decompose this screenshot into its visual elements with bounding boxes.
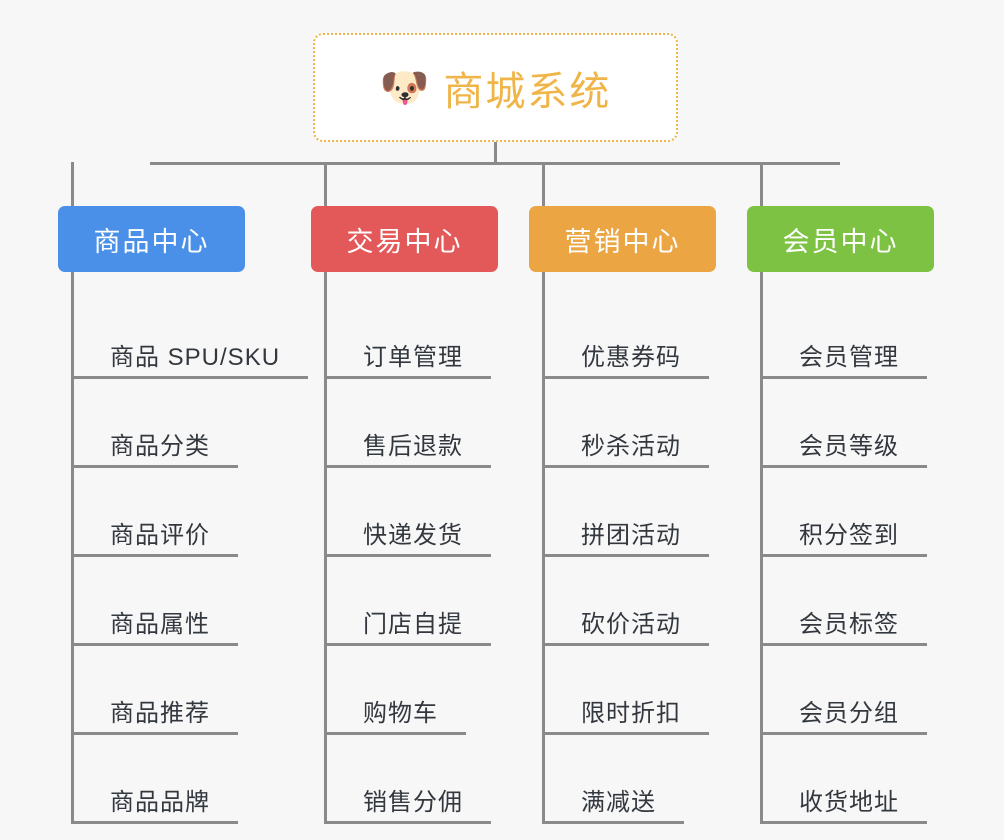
branch-header-4[interactable]: 会员中心 — [747, 206, 934, 272]
leaf-item-label: 优惠券码 — [545, 337, 709, 379]
leaf-item-label: 会员标签 — [763, 604, 927, 646]
branch-header-2[interactable]: 交易中心 — [311, 206, 498, 272]
leaf-item-label: 销售分佣 — [327, 782, 491, 824]
leaf-item[interactable]: 快递发货 — [327, 468, 498, 557]
leaf-item-label: 商品 SPU/SKU — [74, 337, 309, 379]
leaf-item-label: 会员分组 — [763, 693, 927, 735]
leaf-item[interactable]: 商品推荐 — [74, 646, 245, 735]
leaf-item[interactable]: 商品分类 — [74, 379, 245, 468]
connector-horizontal-bus — [150, 162, 840, 165]
leaf-item-label: 会员管理 — [763, 337, 927, 379]
leaf-item-label: 售后退款 — [327, 426, 491, 468]
root-title: 商城系统 — [443, 69, 612, 114]
branch-header-label: 交易中心 — [346, 226, 463, 257]
leaf-item-label: 收货地址 — [763, 782, 927, 824]
leaf-item-label: 限时折扣 — [545, 693, 709, 735]
leaf-item[interactable]: 满减送 — [545, 735, 716, 824]
leaf-item[interactable]: 商品属性 — [74, 557, 245, 646]
branch-items-4: 会员管理会员等级积分签到会员标签会员分组收货地址 — [760, 272, 934, 824]
leaf-item[interactable]: 秒杀活动 — [545, 379, 716, 468]
leaf-item-label: 拼团活动 — [545, 515, 709, 557]
leaf-item-label: 订单管理 — [327, 337, 491, 379]
branch-header-1[interactable]: 商品中心 — [58, 206, 245, 272]
connector-drop-4 — [760, 162, 763, 208]
leaf-item[interactable]: 销售分佣 — [327, 735, 498, 824]
branch-column-2: 交易中心订单管理售后退款快递发货门店自提购物车销售分佣 — [311, 206, 498, 824]
leaf-item-label: 会员等级 — [763, 426, 927, 468]
leaf-item-label: 满减送 — [545, 782, 684, 824]
leaf-item-label: 秒杀活动 — [545, 426, 709, 468]
leaf-item-label: 商品品牌 — [74, 782, 238, 824]
branch-column-3: 营销中心优惠券码秒杀活动拼团活动砍价活动限时折扣满减送 — [529, 206, 716, 824]
leaf-item-label: 快递发货 — [327, 515, 491, 557]
connector-drop-3 — [542, 162, 545, 208]
branch-header-label: 营销中心 — [564, 226, 681, 257]
branch-column-1: 商品中心商品 SPU/SKU 商品分类商品评价商品属性商品推荐商品品牌 — [58, 206, 309, 824]
leaf-item-label: 商品分类 — [74, 426, 238, 468]
root-node[interactable]: 🐶 商城系统 — [313, 33, 678, 142]
leaf-item-label: 商品评价 — [74, 515, 238, 557]
leaf-item[interactable]: 会员管理 — [763, 290, 934, 379]
branch-column-4: 会员中心会员管理会员等级积分签到会员标签会员分组收货地址 — [747, 206, 934, 824]
leaf-item[interactable]: 订单管理 — [327, 290, 498, 379]
shiba-dog-face-icon: 🐶 — [379, 65, 430, 110]
branch-header-label: 商品中心 — [93, 226, 210, 257]
leaf-item[interactable]: 砍价活动 — [545, 557, 716, 646]
branch-header-3[interactable]: 营销中心 — [529, 206, 716, 272]
leaf-item-label: 商品属性 — [74, 604, 238, 646]
leaf-item-label: 购物车 — [327, 693, 466, 735]
leaf-item[interactable]: 会员标签 — [763, 557, 934, 646]
leaf-item[interactable]: 优惠券码 — [545, 290, 716, 379]
leaf-item[interactable]: 会员分组 — [763, 646, 934, 735]
leaf-item[interactable]: 积分签到 — [763, 468, 934, 557]
branch-items-1: 商品 SPU/SKU 商品分类商品评价商品属性商品推荐商品品牌 — [71, 272, 309, 824]
leaf-item[interactable]: 拼团活动 — [545, 468, 716, 557]
leaf-item[interactable]: 限时折扣 — [545, 646, 716, 735]
connector-drop-1 — [71, 162, 74, 208]
leaf-item-label: 门店自提 — [327, 604, 491, 646]
leaf-item[interactable]: 售后退款 — [327, 379, 498, 468]
leaf-item[interactable]: 门店自提 — [327, 557, 498, 646]
leaf-item-label: 砍价活动 — [545, 604, 709, 646]
leaf-item[interactable]: 商品 SPU/SKU — [74, 290, 309, 379]
leaf-item[interactable]: 购物车 — [327, 646, 498, 735]
leaf-item[interactable]: 收货地址 — [763, 735, 934, 824]
leaf-item[interactable]: 商品品牌 — [74, 735, 245, 824]
leaf-item[interactable]: 商品评价 — [74, 468, 245, 557]
branch-items-3: 优惠券码秒杀活动拼团活动砍价活动限时折扣满减送 — [542, 272, 716, 824]
connector-root-stem — [494, 142, 497, 164]
branch-header-label: 会员中心 — [782, 226, 899, 257]
leaf-item[interactable]: 会员等级 — [763, 379, 934, 468]
connector-drop-2 — [324, 162, 327, 208]
leaf-item-label: 商品推荐 — [74, 693, 238, 735]
leaf-item-label: 积分签到 — [763, 515, 927, 557]
branch-items-2: 订单管理售后退款快递发货门店自提购物车销售分佣 — [324, 272, 498, 824]
